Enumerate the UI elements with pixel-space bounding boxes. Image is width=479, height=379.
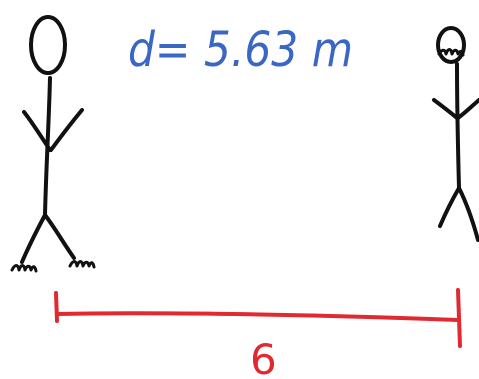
- right-figure-hair: [437, 48, 465, 57]
- left-stick-figure: [10, 15, 96, 273]
- right-figure-left-leg: [438, 186, 461, 228]
- left-figure-head: [29, 15, 67, 75]
- segment-label: 6: [250, 335, 277, 379]
- left-figure-right-leg: [43, 213, 76, 260]
- right-stick-figure: [432, 26, 479, 242]
- right-figure-left-arm: [432, 98, 459, 120]
- right-figure-head: [436, 26, 466, 64]
- left-figure-left-arm: [22, 110, 52, 152]
- segment-line: [55, 311, 460, 322]
- right-figure-body: [455, 62, 461, 190]
- left-figure-left-leg: [20, 213, 47, 264]
- distance-label: d= 5.63 m: [128, 22, 353, 78]
- right-figure-right-leg: [457, 186, 479, 242]
- segment-left-tick: [54, 291, 59, 323]
- dimension-segment: [54, 288, 462, 348]
- right-figure-right-arm: [456, 98, 479, 120]
- left-figure-left-foot: [10, 264, 38, 273]
- left-figure-right-arm: [49, 108, 84, 152]
- left-figure-right-foot: [68, 260, 96, 269]
- segment-right-tick: [456, 288, 462, 348]
